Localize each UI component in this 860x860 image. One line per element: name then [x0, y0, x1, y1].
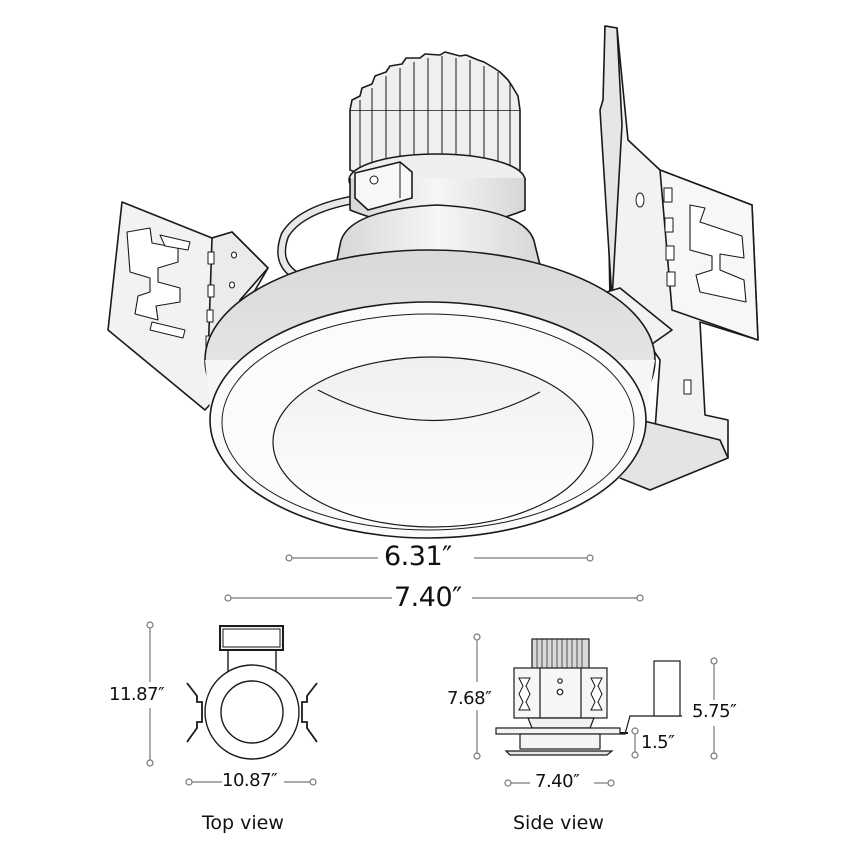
- side-view-height-label: 7.68″: [447, 688, 492, 709]
- side-view-dimension-lines: [473, 633, 718, 787]
- aperture-width-label: 6.31″: [384, 541, 452, 572]
- side-view-width-label: 7.40″: [535, 771, 580, 792]
- top-view-width-label: 10.87″: [222, 770, 278, 791]
- main-fixture-illustration: [107, 25, 759, 539]
- side-view-bracket-height-label: 5.75″: [692, 701, 737, 722]
- top-view-illustration: [186, 625, 318, 760]
- side-view-caption: Side view: [513, 812, 604, 834]
- top-view-length-label: 11.87″: [109, 684, 165, 705]
- trim-width-label: 7.40″: [394, 582, 462, 613]
- side-view-illustration: [495, 638, 682, 756]
- top-view-dimension-lines: [146, 621, 317, 786]
- aperture: [272, 356, 594, 528]
- top-view-caption: Top view: [202, 812, 284, 834]
- side-view-trim-drop-label: 1.5″: [641, 732, 675, 753]
- main-dimension-lines: [224, 554, 644, 602]
